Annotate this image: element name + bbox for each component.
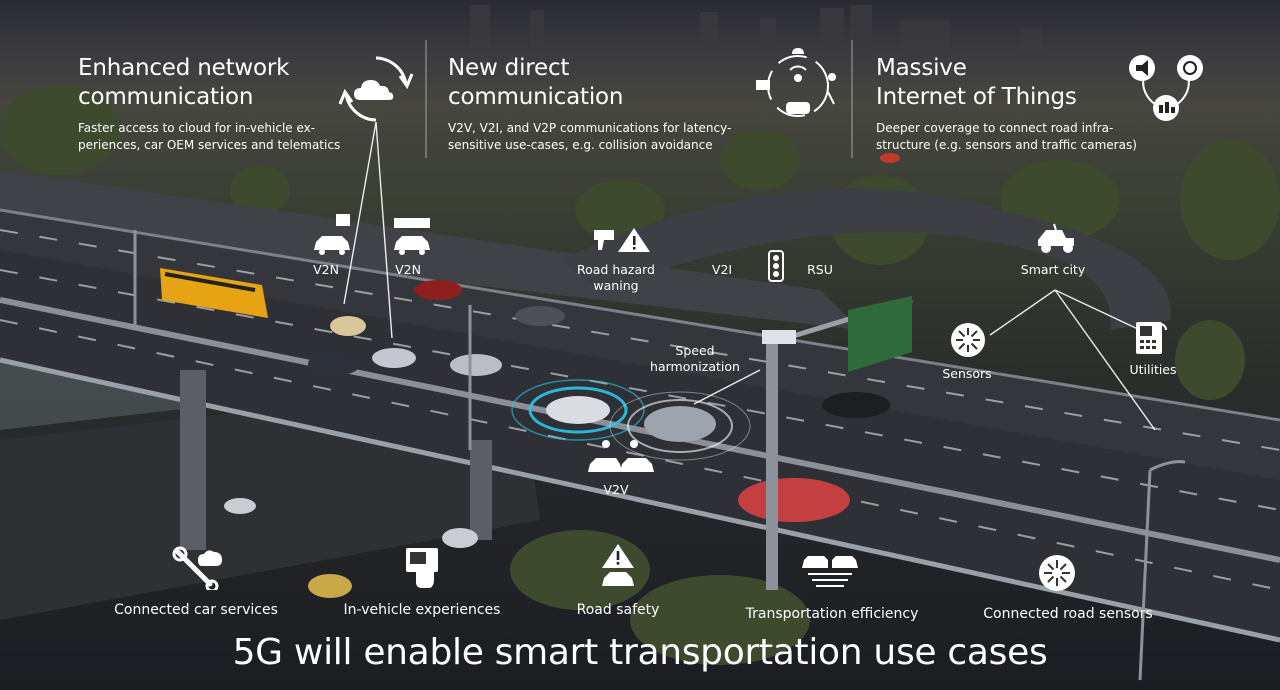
section-title-line-1: Massive — [876, 55, 967, 81]
speed-harmonization-label: Speed harmonization — [640, 343, 750, 375]
utilities-label: Utilities — [1129, 362, 1177, 377]
wrench-cloud-icon — [172, 546, 222, 590]
v2n-label: V2N — [313, 262, 339, 277]
warning-car-icon — [602, 544, 634, 586]
road-hazard-label: Road hazard waning — [568, 262, 664, 294]
headline: 5G will enable smart transportation use … — [232, 632, 1048, 673]
smart-city-tractor-icon — [1038, 223, 1074, 253]
main-highway-lanes — [0, 250, 1280, 640]
rsu-pole — [762, 296, 913, 590]
sensor-icon — [951, 323, 985, 357]
iot-devices-icon — [1129, 55, 1203, 121]
section-iot: Massive Internet of Things Deeper covera… — [876, 54, 1137, 154]
v2n-car-icon — [394, 218, 430, 255]
category-connected-road-sensors: Connected road sensors — [983, 606, 1153, 622]
section-title-line-2: communication — [448, 84, 624, 110]
flyover-ramp — [560, 188, 1171, 330]
v2i-label: V2I — [711, 262, 733, 277]
section-title-line-2: communication — [78, 84, 254, 110]
section-desc-line-1: V2V, V2I, and V2P communications for lat… — [448, 121, 732, 135]
section-network: Enhanced network communication Faster ac… — [78, 54, 340, 154]
city-skyline — [470, 5, 1042, 58]
section-title-line-1: Enhanced network — [78, 55, 290, 81]
sensor-icon — [1039, 555, 1075, 591]
category-transportation-efficiency: Transportation efficiency — [745, 606, 919, 622]
section-title-line-1: New direct — [448, 55, 570, 81]
sensors-label: Sensors — [942, 366, 992, 381]
utilities-meter-icon — [1136, 322, 1167, 354]
rsu-label: RSU — [807, 262, 833, 277]
school-bus — [160, 268, 268, 318]
section-desc-line-1: Deeper coverage to connect road infra- — [876, 121, 1114, 135]
vehicles — [224, 153, 900, 598]
section-title-line-2: Internet of Things — [876, 84, 1077, 110]
v2n-label: V2N — [395, 262, 421, 277]
traffic-light-icon — [768, 250, 784, 282]
road-hazard-line-2: waning — [593, 278, 639, 293]
road-hazard-line-1: Road hazard — [577, 262, 655, 277]
section-direct: New direct communication V2V, V2I, and V… — [448, 54, 731, 154]
connector-lines — [343, 121, 1156, 431]
cars-road-icon — [802, 556, 858, 587]
v2n-car-icon — [314, 214, 350, 255]
v2v-cars-icon — [588, 440, 654, 472]
speed-line-2: harmonization — [650, 359, 740, 374]
section-desc-line-2: sensitive use-cases, e.g. collision avoi… — [448, 138, 713, 152]
section-desc-line-2: periences, car OEM services and telemati… — [78, 138, 341, 152]
category-road-safety: Road safety — [576, 602, 660, 618]
cloud-sync-icon — [338, 56, 414, 122]
touch-screen-icon — [406, 548, 438, 588]
section-desc-line-2: structure (e.g. sensors and traffic came… — [876, 138, 1137, 152]
v2x-hub-icon — [756, 48, 837, 117]
camera-warning-icon — [594, 228, 650, 252]
category-in-vehicle-experiences: In-vehicle experiences — [343, 602, 501, 618]
speed-line-1: Speed — [675, 343, 715, 358]
v2v-label: V2V — [603, 482, 629, 497]
v2v-signal-rings — [511, 379, 751, 461]
category-connected-car-services: Connected car services — [114, 602, 278, 618]
section-desc-line-1: Faster access to cloud for in-vehicle ex… — [78, 121, 316, 135]
smart-city-label: Smart city — [1020, 262, 1086, 277]
